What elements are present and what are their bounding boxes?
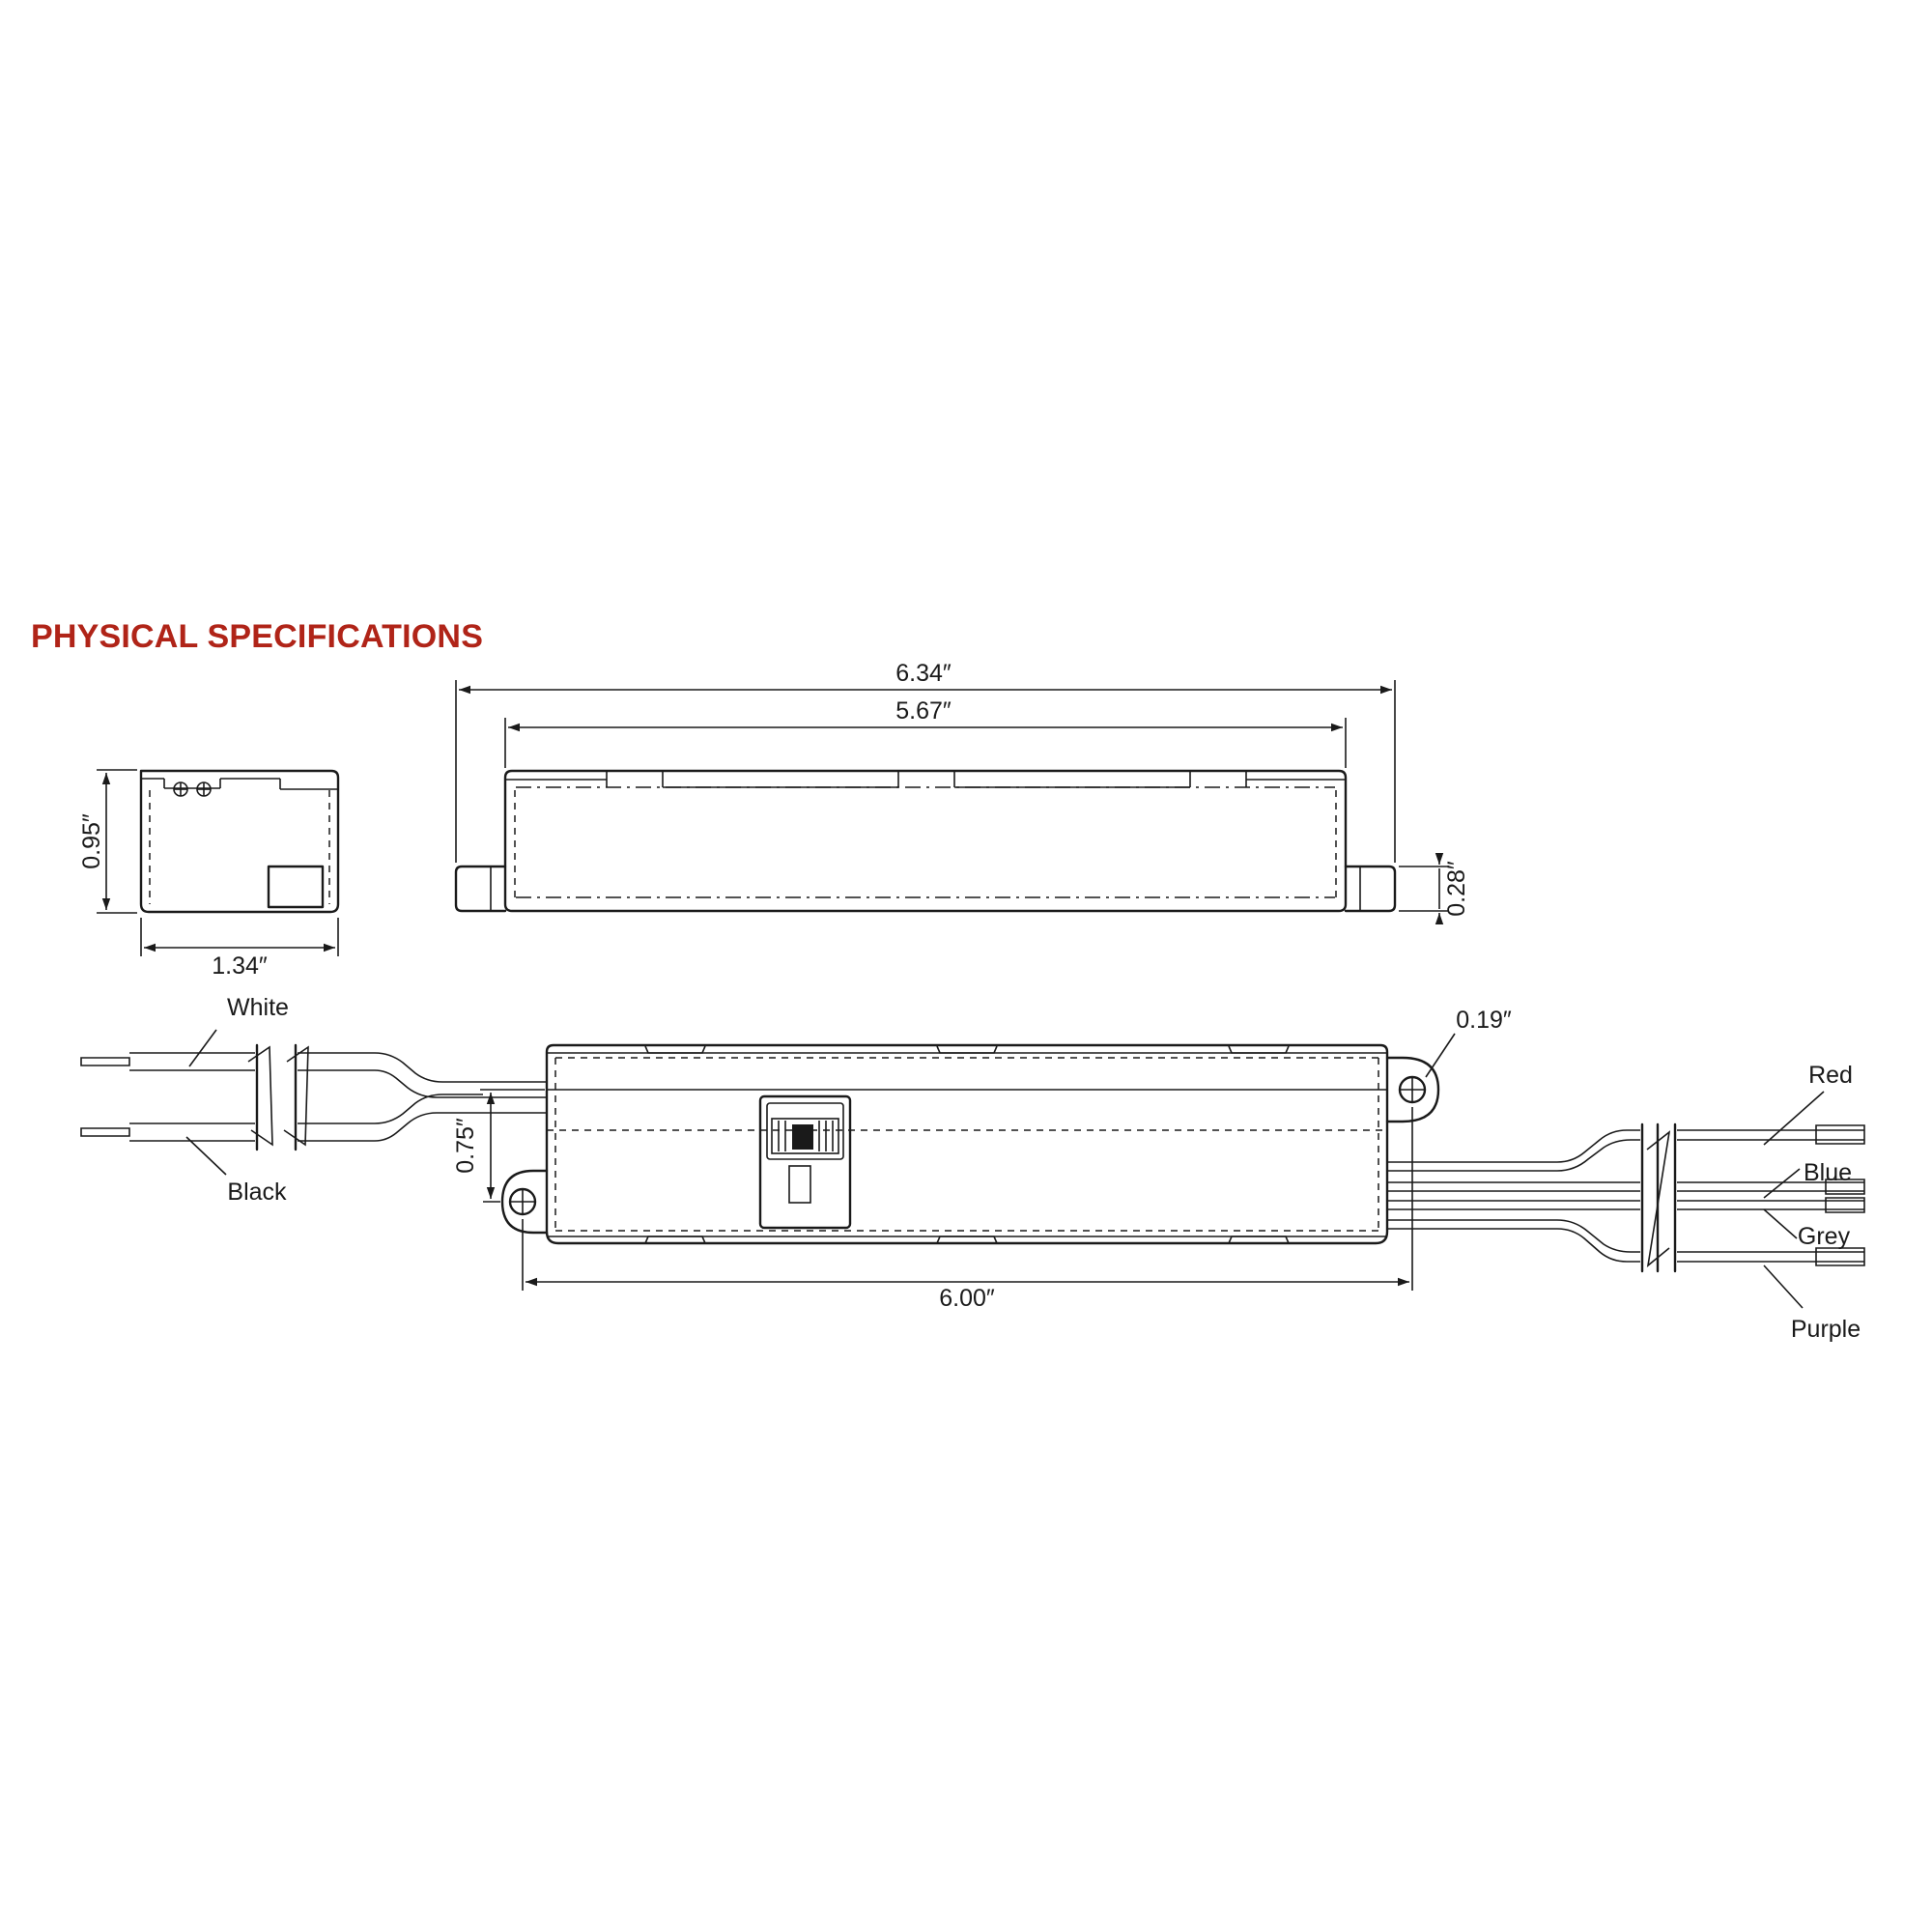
tab-height-dimension: 0.28″ (1443, 861, 1470, 917)
wire-label-red: Red (1808, 1062, 1853, 1089)
mount-hole-dimension: 0.19″ (1456, 1007, 1512, 1034)
left-mounting-ear (500, 1169, 549, 1235)
top-view: 0.75″ 0.19″ 6.00″ (452, 1007, 1512, 1312)
mount-length-dimension: 6.00″ (939, 1285, 995, 1312)
left-mount-hole-icon (508, 1187, 537, 1216)
right-mount-hole-icon (1398, 1075, 1427, 1104)
connector-block (267, 865, 325, 909)
width-dimension: 1.34″ (212, 952, 268, 980)
end-view: 0.95″ 1.34″ (78, 769, 340, 980)
wire-label-black: Black (227, 1179, 287, 1206)
wire-label-blue: Blue (1804, 1159, 1852, 1186)
overall-length-dimension: 6.34″ (895, 660, 952, 687)
right-mounting-ear (1385, 1056, 1440, 1123)
wire-label-white: White (227, 994, 289, 1021)
right-mounting-tab (1344, 865, 1397, 913)
input-wires: White Black (80, 994, 547, 1206)
wire-label-purple: Purple (1791, 1316, 1861, 1343)
height-dimension: 0.95″ (78, 813, 105, 869)
side-view: 6.34″ 5.67″ 0.28″ (454, 660, 1470, 924)
dip-switch (758, 1094, 852, 1230)
output-wires: Red Blue Grey Purple (1387, 1062, 1865, 1343)
terminal-screw-icon (173, 781, 212, 797)
left-mounting-tab (454, 865, 507, 913)
body-length-dimension: 5.67″ (895, 697, 952, 724)
mount-spacing-dimension: 0.75″ (452, 1118, 479, 1174)
wire-label-grey: Grey (1798, 1223, 1851, 1250)
section-heading: PHYSICAL SPECIFICATIONS (31, 618, 484, 655)
